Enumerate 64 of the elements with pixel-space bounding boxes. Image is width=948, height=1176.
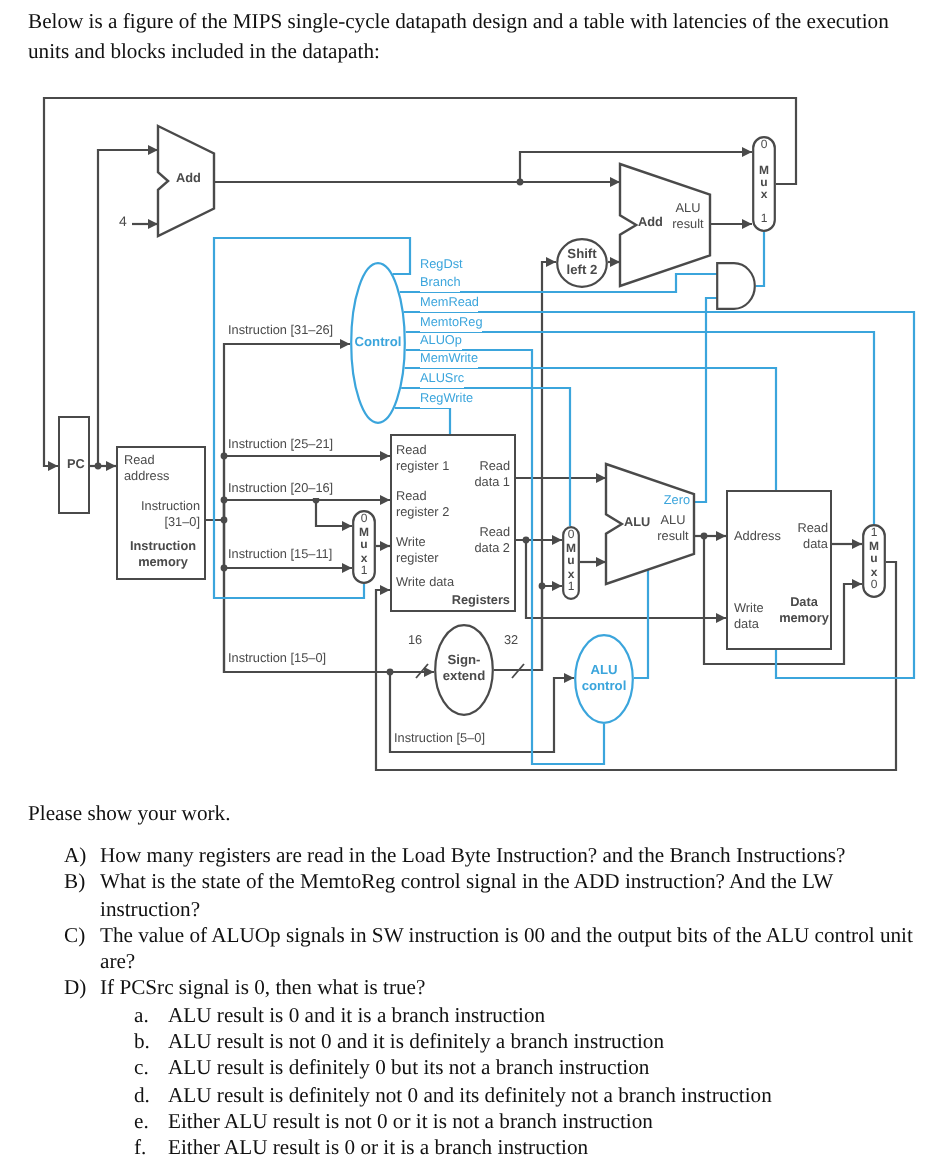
- alu-control-ellipse: [574, 634, 634, 724]
- adder-block: [620, 164, 710, 286]
- intro-paragraph: Below is a figure of the MIPS single-cycle datapath design and a table with latencies of the execution units and blocks included in the datapath:: [28, 10, 891, 67]
- data-line: [580, 557, 606, 567]
- data-line: [42, 96, 798, 471]
- list-marker: A): [64, 846, 87, 868]
- adder-block: [158, 126, 214, 236]
- data-line: [516, 473, 606, 483]
- control-signal-line: [694, 296, 718, 504]
- list-marker: b.: [134, 1032, 150, 1055]
- question-text: ALU result is definitely not 0 and its definitely not a branch instruction: [168, 1083, 772, 1110]
- multiplexer: [752, 136, 776, 232]
- data-line: [206, 518, 574, 754]
- control-signal-line: [634, 570, 650, 680]
- control-signal-line: [405, 330, 876, 524]
- question-text: If PCSrc signal is 0, then what is true?: [100, 976, 426, 1004]
- memory-block: [726, 490, 832, 650]
- data-line: [90, 145, 158, 468]
- question-text: How many registers are read in the Load Byte Instruction? and the Branch Instructions?: [100, 844, 846, 871]
- control-signal-line: [403, 310, 916, 680]
- question-text: Either ALU result is not 0 or it is not a branch instruction: [168, 1109, 653, 1137]
- control-ellipse: [350, 262, 406, 424]
- register-file-block: [390, 434, 516, 612]
- instruction-text: Please show your work.: [28, 802, 231, 830]
- question-text: ALU result is definitely 0 but its not a branch instruction: [168, 1056, 650, 1084]
- memory-block: [116, 446, 206, 580]
- shift-left-ellipse: [556, 238, 608, 288]
- multiplexer: [562, 526, 580, 600]
- control-signal-line: [401, 386, 572, 526]
- register-box: [58, 416, 90, 514]
- question-text: Either ALU result is 0 or it is a branch instruction: [168, 1136, 589, 1164]
- control-signal-line: [404, 366, 778, 490]
- list-marker: C): [64, 925, 86, 948]
- data-line: [132, 219, 158, 229]
- data-line: [694, 534, 862, 666]
- control-signal-line: [756, 232, 766, 288]
- data-line: [376, 541, 390, 551]
- multiplexer: [862, 524, 886, 598]
- question-text: ALU result is 0 and it is a branch instruction: [168, 1003, 546, 1031]
- data-line: [832, 539, 862, 549]
- question-text: The value of ALUOp signals in SW instruction is 00 and the output bits of the ALU control unit are?: [100, 923, 915, 977]
- data-line: [608, 257, 620, 267]
- list-marker: B): [64, 872, 86, 895]
- list-marker: c.: [134, 1058, 149, 1081]
- data-line: [374, 560, 898, 772]
- data-line: [214, 177, 620, 187]
- control-signal-line: [394, 406, 452, 434]
- list-marker: d.: [134, 1085, 150, 1108]
- list-marker: f.: [134, 1138, 147, 1161]
- list-marker: e.: [134, 1111, 149, 1134]
- list-marker: a.: [134, 1005, 149, 1028]
- control-signal-line: [405, 348, 606, 766]
- data-line: [516, 538, 726, 623]
- question-text: What is the state of the MemtoReg control signal in the ADD instruction? And the LW instruction?: [100, 870, 835, 924]
- alu-block: [606, 464, 694, 584]
- question-text: ALU result is not 0 and it is definitely a branch instruction: [168, 1030, 665, 1057]
- list-marker: D): [64, 978, 87, 1001]
- control-signal-line: [212, 236, 412, 600]
- control-signal-line: [399, 272, 718, 294]
- and-gate: [716, 262, 756, 310]
- multiplexer: [352, 510, 376, 584]
- data-line: [494, 257, 556, 672]
- data-line: [710, 219, 752, 229]
- sign-extend-ellipse: [434, 624, 494, 716]
